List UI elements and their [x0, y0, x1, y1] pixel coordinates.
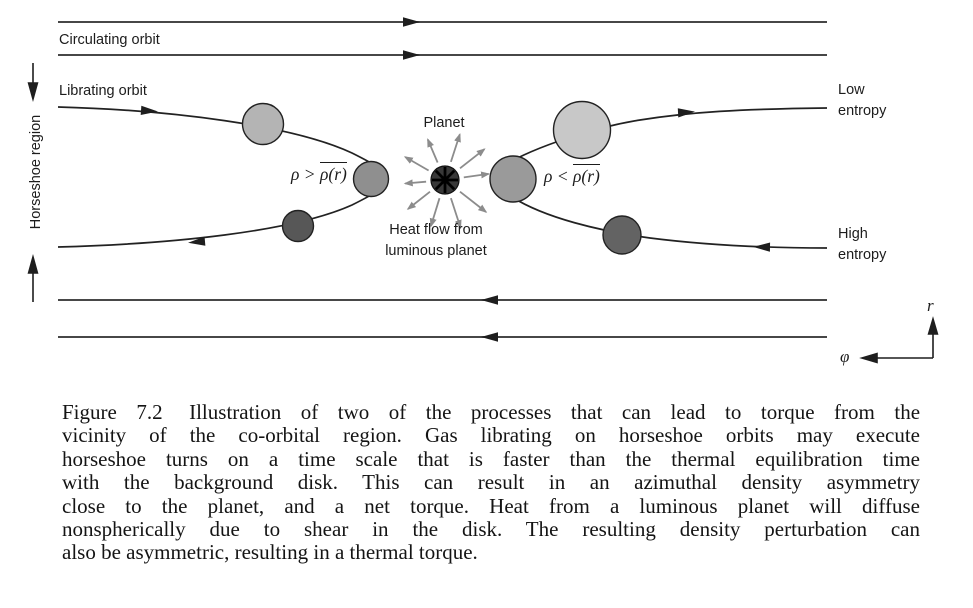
gas-blob-left-light [241, 102, 285, 146]
caption-line: also be asymmetric, resulting in a therm… [62, 540, 478, 565]
density-left-prefix: ρ > [291, 164, 320, 184]
density-right-mean: ρ(r) [572, 164, 600, 186]
gas-blob-left-dark [281, 209, 315, 243]
low-entropy-line1: Low [838, 82, 865, 98]
gas-blob-left-mid [352, 160, 390, 198]
gas-blob-right-light [552, 100, 612, 160]
horseshoe-right-arrowheads [677, 108, 771, 252]
caption-line: Figure 7.2 Illustration of two of the pr… [62, 400, 921, 424]
bottom-circulating-lines [58, 299, 827, 338]
coordinate-axes [859, 316, 939, 364]
caption-line: vicinity of the co-orbital region. Gas l… [62, 423, 920, 448]
circulating-orbit-label: Circulating orbit [59, 32, 160, 48]
phi-axis-label: φ [840, 347, 850, 366]
gas-blob-right-mid [489, 155, 537, 203]
caption-line: with the background disk. This can resul… [62, 470, 920, 495]
horseshoe-region-label: Horseshoe region [28, 114, 44, 230]
density-label-right: ρ < ρ(r) [544, 164, 600, 187]
librating-orbit-label: Librating orbit [59, 83, 147, 99]
density-label-left: ρ > ρ(r) [291, 162, 347, 185]
high-entropy-line2: entropy [838, 247, 887, 263]
heat-flow-label-line2: luminous planet [385, 243, 487, 259]
figure-caption: Figure 7.2 Illustration of two of the pr… [62, 400, 921, 565]
caption-line: nonspherically due to shear in the disk.… [62, 517, 920, 542]
heat-flow-arrows [403, 132, 491, 230]
density-left-mean: ρ(r) [319, 162, 347, 184]
horseshoe-left-arrowheads [140, 105, 206, 246]
density-right-prefix: ρ < [544, 166, 573, 186]
low-entropy-line2: entropy [838, 103, 887, 119]
caption-line: close to the planet, and a net torque. H… [62, 493, 920, 518]
heat-flow-label-line1: Heat flow from [389, 222, 483, 238]
horseshoe-extent-arrows [27, 63, 39, 302]
horseshoe-orbit-diagram: Circulating orbit Librating orbit Horses… [27, 17, 939, 366]
figure-number: Figure 7.2 [62, 400, 163, 424]
low-entropy-label: Low entropy [838, 80, 886, 122]
bottom-circulating-arrowheads [481, 295, 498, 342]
caption-line1-text: Illustration of two of the processes tha… [189, 400, 921, 424]
high-entropy-line1: High [838, 226, 868, 242]
diagram-canvas [27, 17, 939, 364]
high-entropy-label: High entropy [838, 224, 886, 266]
planet-label: Planet [423, 115, 465, 131]
circulating-orbit-lines [58, 21, 827, 56]
planet-symbol [430, 165, 460, 195]
r-axis-label: r [927, 296, 934, 315]
circulating-orbit-arrowheads [403, 17, 420, 60]
caption-line: horseshoe turns on a time scale that is … [62, 446, 920, 471]
heat-flow-label: Heat flow from luminous planet [385, 220, 487, 262]
gas-blob-right-dark [602, 215, 642, 255]
